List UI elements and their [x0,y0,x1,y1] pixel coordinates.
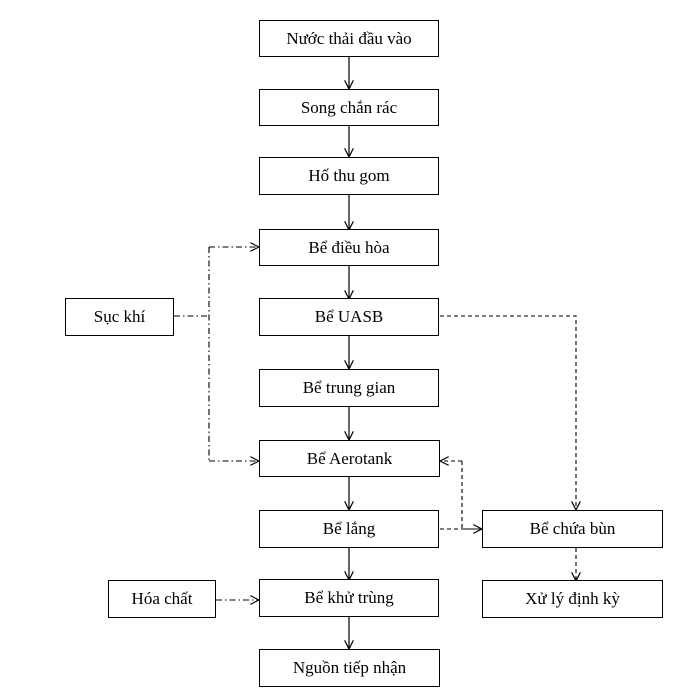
node-periodic-treatment: Xử lý định kỳ [482,580,663,618]
node-screen: Song chắn rác [259,89,439,126]
arrow-uasb-to-sludge-tank [440,315,576,509]
aeration-lines [174,247,258,461]
node-aeration: Sục khí [65,298,174,336]
node-chemicals: Hóa chất [108,580,216,618]
node-uasb-tank: Bể UASB [259,298,439,336]
node-settling-tank: Bể lắng [259,510,439,548]
node-sludge-tank: Bể chứa bùn [482,510,663,548]
node-inlet: Nước thải đầu vào [259,20,439,57]
node-intermediate-tank: Bể trung gian [259,369,439,407]
node-receiving-source: Nguồn tiếp nhận [259,649,440,687]
node-aerotank: Bể Aerotank [259,440,440,477]
node-equalization-tank: Bể điều hòa [259,229,439,266]
sludge-lines [440,315,576,580]
node-disinfection-tank: Bể khử trùng [259,579,439,617]
node-collection-pit: Hố thu gom [259,157,439,195]
sludge-return-line [461,461,482,530]
